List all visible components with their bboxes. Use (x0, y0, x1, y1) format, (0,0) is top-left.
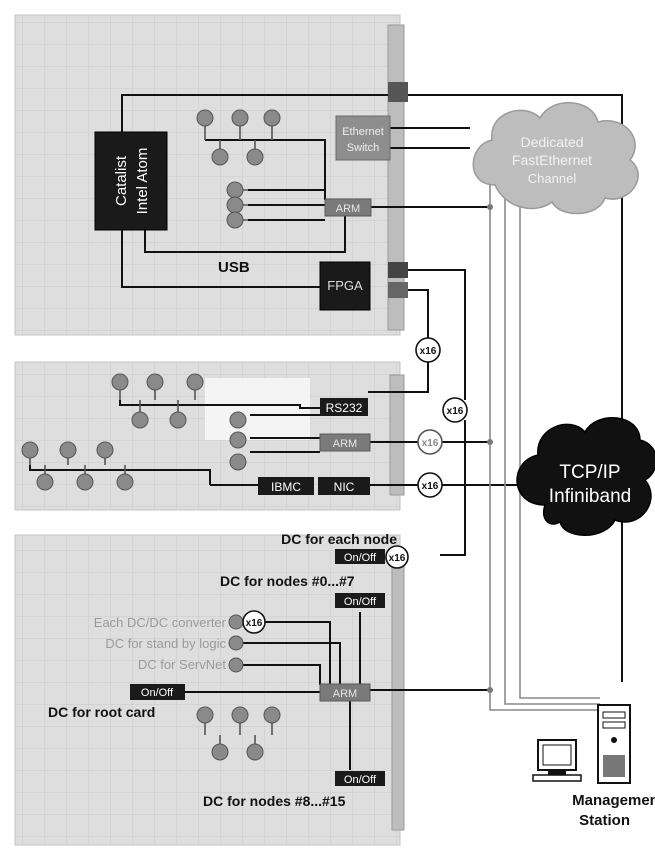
on-off-nodes-0-7: On/Off (335, 593, 385, 608)
management-label-line1: Management (572, 792, 655, 809)
server-tower-icon (597, 704, 631, 784)
dc-standby-label: DC for stand by logic (105, 636, 226, 651)
svg-text:RS232: RS232 (326, 401, 363, 415)
dc-nodes-8-15-label: DC for nodes #8...#15 (203, 793, 346, 809)
arm-chip-top: ARM (324, 198, 372, 217)
svg-text:ARM: ARM (336, 203, 360, 215)
svg-text:Infiniband: Infiniband (549, 486, 631, 507)
multiplier-badge: x16 (417, 429, 443, 455)
dc-root-card-label: DC for root card (48, 704, 155, 720)
svg-text:Ethernet: Ethernet (342, 126, 384, 138)
svg-text:x16: x16 (447, 406, 464, 417)
top-node-circles (196, 109, 281, 229)
arm-chip-middle: ARM (319, 433, 371, 452)
middle-board-connector (389, 374, 405, 496)
bottom-board-wires (185, 612, 490, 770)
multiplier-badge: x16 (442, 397, 468, 423)
on-off-nodes-8-15: On/Off (335, 771, 385, 786)
svg-text:On/Off: On/Off (344, 774, 377, 786)
svg-text:x16: x16 (246, 618, 263, 629)
bottom-node-circles (196, 614, 281, 761)
svg-text:NIC: NIC (334, 480, 355, 494)
ethernet-switch-chip: Ethernet Switch (335, 115, 391, 161)
svg-text:ARM: ARM (333, 688, 357, 700)
middle-node-circles (21, 373, 247, 491)
on-off-each-node: On/Off (335, 549, 385, 564)
each-dcdc-label: Each DC/DC converter (94, 615, 227, 630)
middle-board-wires (29, 400, 540, 556)
svg-text:Intel Atom: Intel Atom (134, 148, 151, 215)
fast-ethernet-cloud: Dedicated FastEthernet Channel (472, 102, 639, 215)
svg-text:x16: x16 (389, 553, 406, 564)
svg-text:FPGA: FPGA (327, 278, 363, 293)
svg-text:x16: x16 (422, 481, 439, 492)
multiplier-badge: x16 (242, 610, 266, 634)
svg-text:On/Off: On/Off (344, 596, 377, 608)
on-off-root-card: On/Off (130, 684, 185, 700)
dc-servnet-label: DC for ServNet (138, 657, 227, 672)
svg-text:x16: x16 (420, 346, 437, 357)
nic-chip: NIC (318, 477, 370, 495)
multiplier-badge: x16 (415, 337, 441, 363)
svg-text:Switch: Switch (347, 142, 379, 154)
fpga-chip: FPGA (319, 261, 371, 311)
usb-label: USB (218, 259, 250, 276)
svg-text:Dedicated: Dedicated (520, 134, 583, 150)
svg-text:ARM: ARM (333, 438, 357, 450)
catalist-intel-atom-chip: Catalist Intel Atom (94, 131, 168, 231)
svg-text:TCP/IP: TCP/IP (559, 462, 620, 483)
svg-text:Catalist: Catalist (113, 155, 130, 206)
white-panel-middle (205, 378, 310, 440)
arm-chip-bottom: ARM (319, 683, 371, 702)
monitor-icon (532, 739, 582, 782)
svg-text:FastEthernet: FastEthernet (512, 152, 592, 168)
rs232-chip: RS232 (320, 398, 368, 416)
svg-text:On/Off: On/Off (141, 687, 174, 699)
top-board-wires (121, 94, 623, 682)
management-label-line2: Station (579, 812, 630, 829)
tcpip-infiniband-cloud: TCP/IP Infiniband (516, 417, 655, 536)
svg-text:x16: x16 (422, 438, 439, 449)
svg-text:On/Off: On/Off (344, 552, 377, 564)
multiplier-badge: x16 (385, 545, 409, 569)
dc-nodes-0-7-label: DC for nodes #0...#7 (220, 573, 355, 589)
multiplier-badge: x16 (417, 472, 443, 498)
ethernet-channel-lines (489, 160, 600, 711)
svg-text:Channel: Channel (528, 171, 577, 186)
svg-text:IBMC: IBMC (271, 480, 301, 494)
ibmc-chip: IBMC (258, 477, 314, 495)
dc-each-node-label: DC for each node (281, 531, 397, 547)
